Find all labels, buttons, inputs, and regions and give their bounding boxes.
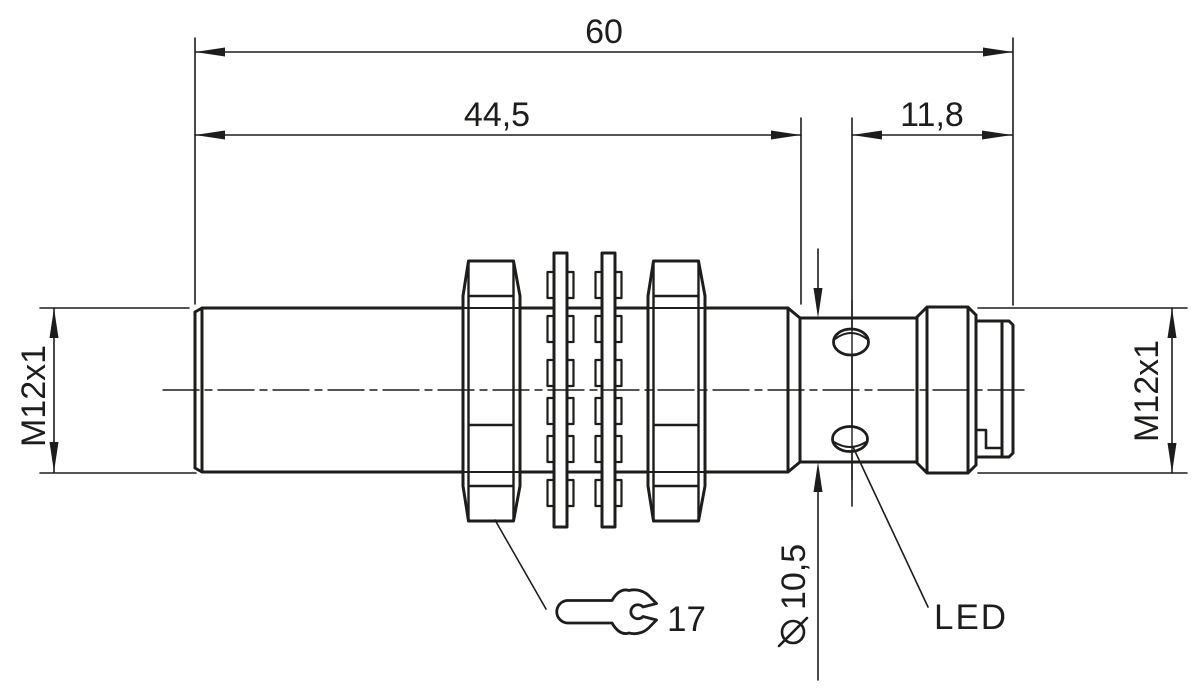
wrench-size-label: 17 [667, 600, 706, 639]
connector-keyway [974, 428, 1004, 450]
wrench-callout: 17 [555, 588, 706, 639]
diameter-symbol-icon [777, 616, 809, 648]
arrowhead-right [982, 130, 1012, 140]
led-windows [831, 327, 870, 453]
nut-facet-lines [467, 259, 515, 523]
dimension-connector-length: 11,8 [851, 96, 1013, 140]
wrench-leader-line [494, 519, 547, 610]
nut-facet-lines [652, 259, 700, 523]
lock-washer-front [546, 251, 575, 529]
dimension-thread-size-left: M12x1 [15, 307, 59, 473]
arrowhead-top [49, 308, 59, 338]
dimension-thread-size-right: M12x1 [1128, 307, 1177, 474]
nut-outline [461, 259, 522, 523]
body-diameter-label: 10,5 [775, 544, 813, 610]
leader-lines [494, 446, 929, 610]
arrowhead-bottom [49, 442, 59, 472]
nut-thread-edge-lines [462, 307, 521, 473]
arrowhead-bottom [1167, 443, 1177, 473]
arrowhead-right [771, 130, 801, 140]
hex-nut-front [461, 259, 522, 523]
dimension-connector-length-label: 11,8 [900, 96, 964, 134]
arrowhead-left [852, 130, 882, 140]
led-label: LED [934, 598, 1008, 637]
dimension-total-length: 60 [194, 13, 1014, 57]
connector-end [974, 319, 1015, 459]
arrowhead-down [813, 288, 823, 318]
arrowhead-right [983, 47, 1013, 57]
thread-size-left-label: M12x1 [15, 345, 53, 447]
dimension-total-length-label: 60 [585, 13, 623, 51]
hex-nut-rear [646, 259, 707, 523]
nut-outline [646, 259, 707, 523]
lock-washer-rear [594, 251, 623, 529]
arrowhead-left [195, 130, 225, 140]
centerlines [162, 299, 1031, 481]
dimension-thread-length-label: 44,5 [464, 96, 530, 134]
arrowhead-top [1167, 308, 1177, 338]
arrowhead-up [813, 462, 823, 492]
dimension-body-diameter: 10,5 [775, 248, 823, 681]
nut-thread-edge-lines [647, 307, 706, 473]
dimension-thread-length: 44,5 [194, 96, 802, 140]
small-diameter-section [798, 316, 919, 464]
wrench-icon [555, 588, 658, 636]
arrowhead-left [195, 47, 225, 57]
thread-size-right-label: M12x1 [1128, 340, 1166, 442]
led-window-top-rim [834, 332, 868, 340]
led-window-bottom-rim [833, 441, 867, 448]
led-leader-line [852, 446, 929, 608]
